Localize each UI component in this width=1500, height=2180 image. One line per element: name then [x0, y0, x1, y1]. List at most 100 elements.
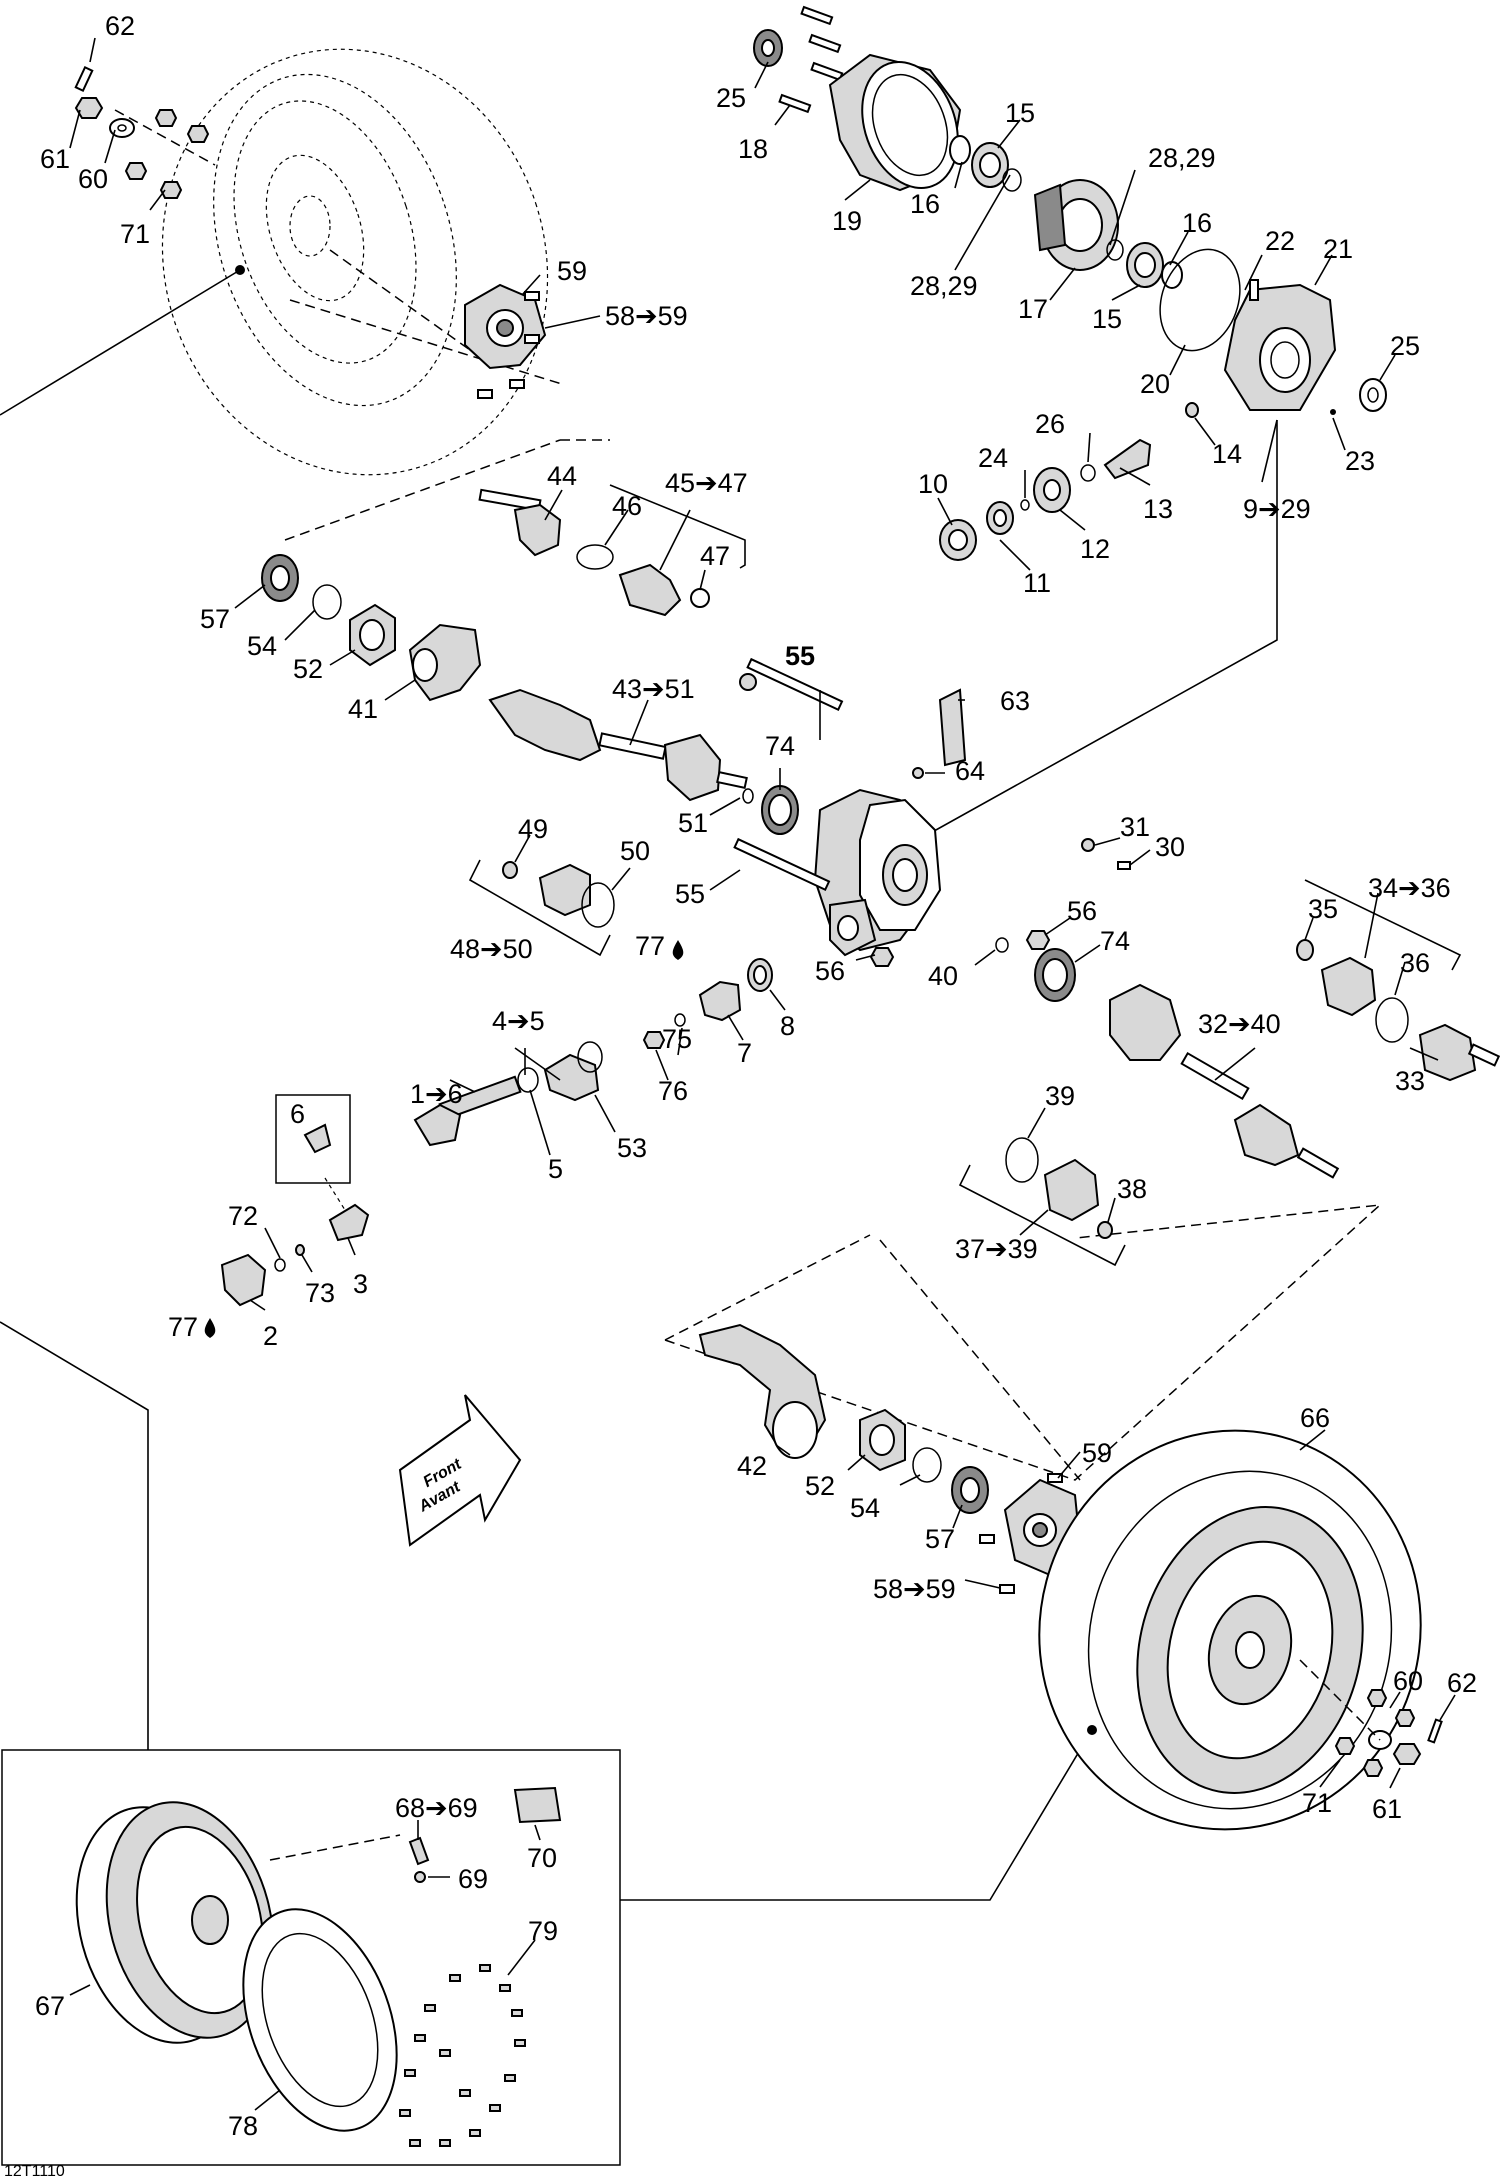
callout-68-69: 68➔69	[395, 1793, 478, 1823]
callout-46: 46	[612, 491, 642, 521]
callout-labels: 62 61 60 71 59 58➔59 25 18 15 16 19 28,2…	[35, 11, 1477, 2141]
callout-55-top: 55	[785, 641, 815, 671]
callout-11: 11	[1023, 568, 1051, 598]
callout-47: 47	[700, 541, 730, 571]
callout-13: 13	[1143, 494, 1173, 524]
callout-43-51: 43➔51	[612, 674, 695, 704]
callout-34-36: 34➔36	[1368, 873, 1451, 903]
callout-23: 23	[1345, 446, 1375, 476]
callout-77-top: 77	[635, 931, 665, 961]
callout-57-upper: 57	[200, 604, 230, 634]
callout-21: 21	[1323, 234, 1353, 264]
callout-1-6: 1➔6	[410, 1079, 463, 1109]
callout-70: 70	[527, 1843, 557, 1873]
callout-55-mid: 55	[675, 879, 705, 909]
callout-28-29-b: 28,29	[910, 271, 978, 301]
callout-25-right: 25	[1390, 331, 1420, 361]
callout-60-top: 60	[78, 164, 108, 194]
callout-74-right: 74	[1100, 926, 1130, 956]
callout-16-top: 16	[910, 189, 940, 219]
callout-18: 18	[738, 134, 768, 164]
callout-62-lower: 62	[1447, 1668, 1477, 1698]
callout-59-top: 59	[557, 256, 587, 286]
callout-57-lower: 57	[925, 1524, 955, 1554]
callout-16-right: 16	[1182, 208, 1212, 238]
front-differential	[733, 788, 1131, 1002]
callout-6: 6	[290, 1099, 305, 1129]
callout-63: 63	[1000, 686, 1030, 716]
callout-45-47: 45➔47	[665, 468, 748, 498]
callout-51: 51	[678, 808, 708, 838]
leader-lines	[69, 37, 1456, 2111]
callout-59-lower: 59	[1082, 1438, 1112, 1468]
callout-5: 5	[548, 1154, 563, 1184]
callout-3: 3	[353, 1269, 368, 1299]
front-direction-arrow: Front Avant	[398, 1394, 522, 1547]
callout-22: 22	[1265, 226, 1295, 256]
callout-9-29: 9➔29	[1243, 494, 1311, 524]
callout-2: 2	[263, 1321, 278, 1351]
callout-76: 76	[658, 1076, 688, 1106]
callout-73: 73	[305, 1278, 335, 1308]
callout-79: 79	[528, 1916, 558, 1946]
callout-52-lower: 52	[805, 1471, 835, 1501]
callout-37-39: 37➔39	[955, 1234, 1038, 1264]
callout-49: 49	[518, 814, 548, 844]
callout-77-bottom: 77	[168, 1312, 198, 1342]
callout-71-top: 71	[120, 219, 150, 249]
callout-69: 69	[458, 1864, 488, 1894]
callout-71-lower: 71	[1302, 1788, 1332, 1818]
hub-top	[464, 283, 547, 399]
callout-41: 41	[348, 694, 378, 724]
rim-inset	[1, 1749, 621, 2166]
upper-cv-shaft-group	[261, 484, 967, 957]
callout-61-lower: 61	[1372, 1794, 1402, 1824]
callout-52-upper: 52	[293, 654, 323, 684]
callout-20: 20	[1140, 369, 1170, 399]
callout-26: 26	[1035, 409, 1065, 439]
callout-48-50: 48➔50	[450, 934, 533, 964]
right-cv-shaft-group	[958, 879, 1500, 1267]
callout-32-40: 32➔40	[1198, 1009, 1281, 1039]
callout-38: 38	[1117, 1174, 1147, 1204]
callout-24: 24	[978, 443, 1008, 473]
callout-74-upper: 74	[765, 731, 795, 761]
callout-15-right: 15	[1092, 304, 1122, 334]
oil-drop-icon	[672, 940, 684, 960]
callout-33: 33	[1395, 1066, 1425, 1096]
callout-36: 36	[1400, 948, 1430, 978]
callout-67: 67	[35, 1991, 65, 2021]
callout-50: 50	[620, 836, 650, 866]
callout-35: 35	[1308, 894, 1338, 924]
wheel-nuts-top	[74, 66, 210, 199]
callout-58-59-lower: 58➔59	[873, 1574, 956, 1604]
callout-8: 8	[780, 1011, 795, 1041]
callout-58-top: 58➔59	[605, 301, 688, 331]
callout-40: 40	[928, 961, 958, 991]
front-left-wheel	[114, 48, 566, 476]
callout-28-29-a: 28,29	[1148, 143, 1216, 173]
callout-4-5: 4➔5	[492, 1006, 545, 1036]
callout-62-top: 62	[105, 11, 135, 41]
callout-60-lower: 60	[1393, 1666, 1423, 1696]
callout-30: 30	[1155, 832, 1185, 862]
callout-14: 14	[1212, 439, 1242, 469]
callout-15-top: 15	[1005, 98, 1035, 128]
rear-right-wheel	[1038, 1429, 1443, 1831]
prop-shaft-group	[220, 958, 773, 1307]
callout-10: 10	[918, 469, 948, 499]
callout-42: 42	[737, 1451, 767, 1481]
callout-25-top: 25	[716, 83, 746, 113]
callout-56-right: 56	[1067, 896, 1097, 926]
callout-7: 7	[737, 1038, 752, 1068]
connector-lines	[0, 269, 1383, 1901]
document-code: 12T1110	[4, 2163, 65, 2180]
callout-39: 39	[1045, 1081, 1075, 1111]
callout-56-left: 56	[815, 956, 845, 986]
callout-12: 12	[1080, 534, 1110, 564]
oil-drop-icon	[204, 1318, 216, 1338]
callout-72: 72	[228, 1201, 258, 1231]
callout-66: 66	[1300, 1403, 1330, 1433]
callout-54-upper: 54	[247, 631, 277, 661]
